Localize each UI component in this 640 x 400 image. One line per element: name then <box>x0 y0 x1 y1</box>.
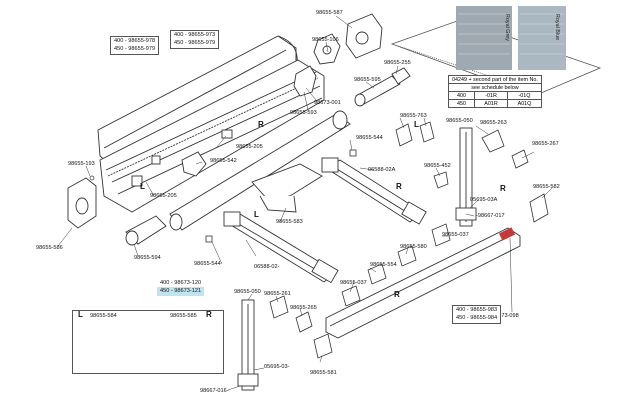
box-line: 450 - 98655-984 <box>456 315 498 322</box>
label-98655-205-a: 98655-205 <box>236 144 263 150</box>
side-r-1: R <box>258 120 264 129</box>
roller-tube <box>169 110 351 231</box>
inset-r-letter: R <box>206 310 212 319</box>
roller-end <box>125 215 167 246</box>
small-parts <box>205 121 549 359</box>
schedule-header: 04249 + second part of the item No. <box>448 75 542 84</box>
box-line-highlighted: 450 - 98673-121 <box>157 287 205 296</box>
label-98667-016: 98667-016- <box>200 388 229 394</box>
schedule-cell: A01Q <box>507 99 542 108</box>
side-r-4: R <box>394 290 400 299</box>
label-98655-580: 98655-580 <box>400 244 427 250</box>
bracket-593 <box>293 65 317 97</box>
royal-grey-label: Royal Grey <box>504 14 510 41</box>
leg-05695-03a <box>455 127 477 227</box>
label-98673-001: 98673-001 <box>314 100 341 106</box>
handle-583 <box>251 163 323 213</box>
royal-blue-swatch <box>518 6 566 70</box>
schedule-cell: 450 <box>448 99 475 108</box>
schedule-cell: -01Q <box>507 91 542 100</box>
label-98655-583: 98655-583 <box>276 219 303 225</box>
label-98655-582: 98655-582 <box>533 184 560 190</box>
part-number-box-mid: 400 - 98655-973 450 - 98655-979 <box>170 30 220 49</box>
label-98667-017: -98667-017 <box>476 213 505 219</box>
label-98655-544-top: 98655-544 <box>356 135 383 141</box>
side-r-2: R <box>396 182 402 191</box>
label-98673-098: 98673-098 <box>492 313 519 319</box>
inset-l-letter: L <box>78 310 83 319</box>
inset-box-left-right <box>72 310 224 374</box>
fabric-schedule-table: 04249 + second part of the item No. see … <box>448 75 542 108</box>
bracket-542 <box>181 151 207 177</box>
label-98655-050-top: 98655-050 <box>446 118 473 124</box>
schedule-cell: A01R <box>473 99 509 108</box>
label-98655-452: 98655-452 <box>424 163 451 169</box>
label-98655-265: 98655-265 <box>290 305 317 311</box>
front-rail <box>325 227 521 339</box>
royal-grey-swatch <box>456 6 512 70</box>
schedule-cell: 400 <box>448 91 475 100</box>
leader-lines <box>57 15 553 391</box>
label-98655-544-bottom: 98655-544 <box>194 261 221 267</box>
clip-205 <box>131 129 233 187</box>
spring-part <box>345 13 383 59</box>
box-line: 400 - 98655-978 <box>114 38 156 44</box>
side-l-1: L <box>140 182 145 191</box>
label-98655-193: 98655-193 <box>68 161 95 167</box>
label-98655-037-b: 98655-037 <box>340 280 367 286</box>
label-98655-594: 98655-594 <box>134 255 161 261</box>
label-98655-581: 98655-581 <box>310 370 337 376</box>
label-98655-586: 98655-586 <box>36 245 63 251</box>
screw-193 <box>89 175 95 181</box>
spring-tube <box>354 75 401 107</box>
left-end-cap <box>67 177 97 229</box>
label-98655-267: 98655-267 <box>532 141 559 147</box>
inset-left-code: 98655-584 <box>90 313 117 319</box>
schedule-cell: -01R <box>473 91 509 100</box>
part-number-box-top: 400 - 98655-978 450 - 98655-979 <box>110 36 160 55</box>
side-l-3: L <box>254 210 259 219</box>
label-98655-106: 98655-106 <box>312 37 339 43</box>
box-line: 400 - 98655-973 <box>174 32 216 38</box>
label-98655-587: 98655-587 <box>316 10 343 16</box>
arm-06588-02 <box>223 211 339 284</box>
label-98655-542: 98655-542 <box>210 158 237 164</box>
gear-part <box>313 33 341 65</box>
label-06588-02: 06588-02- <box>254 264 280 270</box>
label-98655-554: 98655-554 <box>370 262 397 268</box>
part-number-box-rail: 400 - 98655-983 450 - 98655-984 <box>452 305 502 324</box>
box-line: 450 - 98655-979 <box>174 40 216 47</box>
box-line: 400 - 98655-983 <box>456 307 498 313</box>
label-98655-593: 98655-593 <box>290 110 317 116</box>
schedule-subheader: see schedule below <box>448 83 542 92</box>
label-98655-763: 98655-763 <box>400 113 427 119</box>
arm-06588-02a <box>321 157 427 225</box>
label-98655-050-bottom: 98655-050 <box>234 289 261 295</box>
main-profile <box>99 59 325 213</box>
box-line: 450 - 98655-979 <box>114 46 156 53</box>
label-98655-261: 98655-261 <box>264 291 291 297</box>
box-line: 400 - 98673-120 <box>160 280 202 286</box>
label-05695-03a: 05695-03A <box>470 197 498 203</box>
label-98655-205-b: 98655-205 <box>150 193 177 199</box>
label-98655-037-a: 98655-037 <box>442 232 469 238</box>
label-06588-02a: 06588-02A <box>368 167 396 173</box>
royal-blue-label: Royal Blue <box>554 14 560 41</box>
side-r-3: R <box>500 184 506 193</box>
label-05695-03: 05695-03- <box>264 364 290 370</box>
side-l-2: L <box>414 120 419 129</box>
part-number-box-roller: 400 - 98673-120 450 - 98673-121 <box>156 278 206 297</box>
label-98655-595: 98655-595 <box>354 77 381 83</box>
leg-05695-03 <box>237 299 259 391</box>
inset-right-code: 98655-585 <box>170 313 197 319</box>
label-98655-263: 98655-263 <box>480 120 507 126</box>
label-98655-255: 98655-255 <box>384 60 411 66</box>
